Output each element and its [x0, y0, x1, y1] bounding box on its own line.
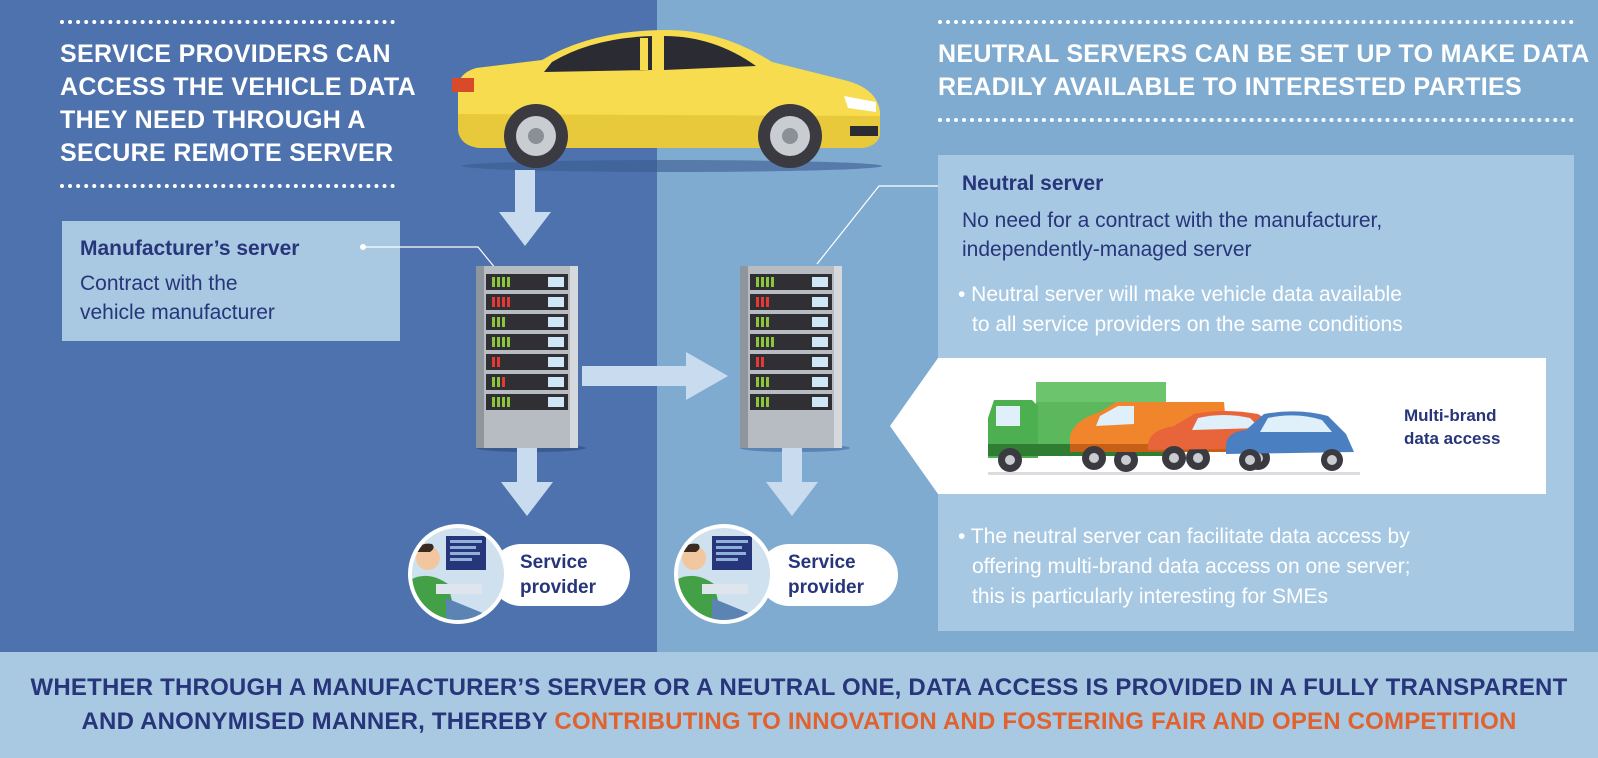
service-provider-label-line: Service	[788, 552, 856, 573]
neutral-server-title: Neutral server	[962, 172, 1104, 195]
right-heading: NEUTRAL SERVERS CAN BE SET UP TO MAKE DA…	[938, 38, 1590, 104]
server-icon	[740, 266, 850, 452]
vehicles-icon	[988, 382, 1360, 475]
car-icon	[452, 30, 882, 172]
multi-brand-label: Multi-brand data access	[1404, 404, 1500, 450]
footer-band	[0, 652, 1598, 758]
left-heading: SERVICE PROVIDERS CAN ACCESS THE VEHICLE…	[60, 38, 416, 170]
left-heading-line: ACCESS THE VEHICLE DATA	[60, 73, 416, 101]
multi-brand-line: data access	[1404, 429, 1501, 448]
arrow-down-icon	[766, 448, 818, 516]
person-computer-icon	[674, 524, 774, 624]
bullet-line: this is particularly interesting for SME…	[972, 585, 1328, 608]
right-heading-line: NEUTRAL SERVERS CAN BE SET UP TO MAKE DA…	[938, 40, 1590, 68]
arrow-right-icon	[582, 352, 728, 400]
neutral-bullet-1: • Neutral server will make vehicle data …	[958, 280, 1403, 340]
multi-brand-line: Multi-brand	[1404, 406, 1497, 425]
dotted-divider-top-left	[60, 20, 395, 24]
dotted-divider-top-right	[938, 20, 1574, 24]
service-provider-label: Service provider	[520, 550, 596, 600]
service-provider-label-line: provider	[788, 577, 865, 598]
dotted-divider-bottom-right	[938, 118, 1574, 122]
bullet-line: • Neutral server will make vehicle data …	[958, 283, 1402, 306]
service-provider-pill	[758, 544, 898, 606]
manufacturer-server-text: Contract with the vehicle manufacturer	[80, 269, 382, 327]
person-computer-icon	[408, 524, 508, 624]
service-provider-label-line: provider	[520, 577, 597, 598]
connector-line	[360, 244, 497, 270]
service-provider-label: Service provider	[788, 550, 864, 600]
service-provider-label-line: Service	[520, 552, 588, 573]
service-provider-pill	[490, 544, 630, 606]
manufacturer-server-title: Manufacturer’s server	[80, 237, 300, 260]
right-heading-line: READILY AVAILABLE TO INTERESTED PARTIES	[938, 73, 1522, 101]
manufacturer-server-box: Manufacturer’s server Contract with the …	[62, 221, 400, 341]
arrow-down-icon	[501, 448, 553, 516]
bullet-line: • The neutral server can facilitate data…	[958, 525, 1410, 548]
server-icon	[476, 266, 586, 452]
footer-line-1: WHETHER THROUGH A MANUFACTURER’S SERVER …	[30, 674, 1568, 701]
manufacturer-text-line: vehicle manufacturer	[80, 301, 275, 324]
bullet-line: offering multi-brand data access on one …	[972, 555, 1411, 578]
neutral-server-text: No need for a contract with the manufact…	[962, 206, 1382, 264]
arrow-down-icon	[499, 170, 551, 246]
footer-line-2: AND ANONYMISED MANNER, THEREBY CONTRIBUT…	[0, 706, 1598, 738]
neutral-text-line: No need for a contract with the manufact…	[962, 209, 1383, 232]
manufacturer-text-line: Contract with the	[80, 272, 238, 295]
dotted-divider-bottom-left	[60, 184, 395, 188]
left-heading-line: THEY NEED THROUGH A	[60, 106, 366, 134]
footer-line-2-highlight: CONTRIBUTING TO INNOVATION AND FOSTERING…	[554, 708, 1517, 735]
bullet-line: to all service providers on the same con…	[972, 313, 1403, 336]
footer-line-2-plain: AND ANONYMISED MANNER, THEREBY	[81, 708, 555, 735]
connector-line	[816, 183, 952, 265]
neutral-text-line: independently-managed server	[962, 238, 1252, 261]
neutral-bullet-2: • The neutral server can facilitate data…	[958, 522, 1411, 612]
multi-brand-pointer	[890, 358, 938, 494]
left-heading-line: SERVICE PROVIDERS CAN	[60, 40, 391, 68]
left-heading-line: SECURE REMOTE SERVER	[60, 139, 394, 167]
